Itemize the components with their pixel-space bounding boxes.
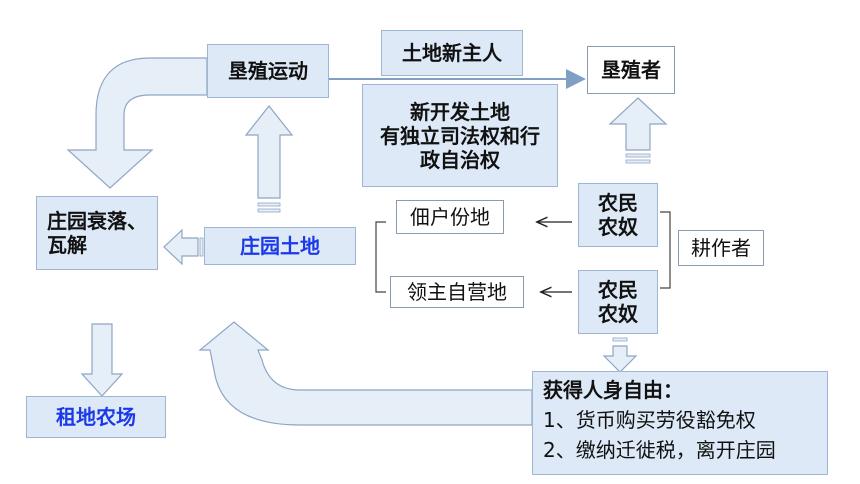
new-land-line-1: 新开发土地 bbox=[410, 99, 510, 124]
node-new-land-owner-label: 土地新主人 bbox=[402, 41, 502, 65]
node-cultivators: 耕作者 bbox=[678, 230, 764, 266]
manor-decline-line-1: 庄园衰落、 bbox=[47, 209, 147, 233]
peasant-bottom-line-1: 农民 bbox=[598, 278, 638, 302]
curved-arrow-freedom-to-manor bbox=[198, 321, 533, 426]
up-arrow-to-settlers bbox=[608, 97, 668, 151]
peasant-bottom-line-2: 农奴 bbox=[598, 302, 638, 326]
new-land-line-3: 政自治权 bbox=[420, 147, 500, 172]
node-manor-land: 庄园土地 bbox=[204, 227, 356, 265]
peasant-top-line-2: 农奴 bbox=[598, 215, 638, 239]
node-new-land-owner: 土地新主人 bbox=[381, 30, 523, 76]
freedom-item-2: 2、缴纳迁徙税，离开庄园 bbox=[543, 438, 776, 462]
down-arrow-to-freedom bbox=[602, 345, 638, 373]
node-reclamation-movement-label: 垦殖运动 bbox=[228, 59, 308, 83]
freedom-item-1: 1、货币购买劳役豁免权 bbox=[543, 408, 756, 432]
down-arrow-to-rent-farm bbox=[80, 323, 124, 397]
node-new-land-description: 新开发土地 有独立司法权和行 政自治权 bbox=[362, 84, 558, 187]
node-settlers-label: 垦殖者 bbox=[601, 58, 661, 82]
freedom-title: 获得人身自由： bbox=[543, 378, 683, 402]
land-bracket bbox=[375, 221, 386, 293]
node-manor-land-label: 庄园土地 bbox=[240, 234, 320, 258]
node-cultivators-label: 耕作者 bbox=[691, 236, 751, 260]
node-peasant-serf-top: 农民 农奴 bbox=[578, 183, 658, 247]
node-peasant-serf-bottom: 农民 农奴 bbox=[578, 270, 658, 334]
manor-decline-line-2: 瓦解 bbox=[47, 233, 87, 257]
node-tenant-plots-label: 佃户份地 bbox=[410, 205, 490, 229]
node-tenant-plots: 佃户份地 bbox=[396, 200, 504, 234]
cultivator-bracket bbox=[660, 211, 671, 289]
node-manor-decline: 庄园衰落、 瓦解 bbox=[36, 196, 158, 270]
peasant-top-line-1: 农民 bbox=[598, 191, 638, 215]
node-lord-demesne: 领主自营地 bbox=[390, 276, 524, 308]
left-arrow-to-decline bbox=[163, 228, 199, 266]
node-reclamation-movement: 垦殖运动 bbox=[207, 44, 329, 98]
node-rent-farm: 租地农场 bbox=[26, 396, 166, 438]
node-rent-farm-label: 租地农场 bbox=[56, 405, 136, 429]
up-arrow-land-to-movement bbox=[244, 105, 294, 199]
node-lord-demesne-label: 领主自营地 bbox=[407, 280, 507, 304]
node-gain-freedom: 获得人身自由： 1、货币购买劳役豁免权 2、缴纳迁徙税，离开庄园 bbox=[532, 371, 828, 475]
new-land-line-2: 有独立司法权和行 bbox=[380, 123, 540, 148]
curved-arrow-to-decline bbox=[66, 57, 208, 189]
node-settlers: 垦殖者 bbox=[587, 46, 675, 94]
